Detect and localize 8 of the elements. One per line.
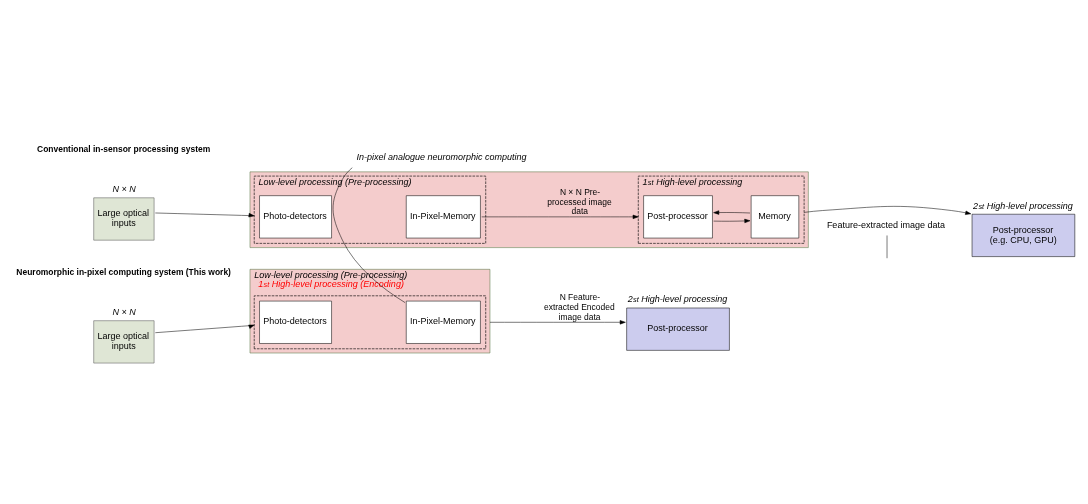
node-label: N × N — [112, 183, 136, 194]
label: Conventional in-sensor processing system — [37, 143, 211, 154]
label: Neuromorphic in-pixel computing system (This work) — [16, 266, 231, 277]
node-text: Feature-extracted image data — [826, 219, 945, 230]
node-text: In-pixel analogue neuromorphic computing — [356, 151, 527, 162]
edge-label: N × N Pre-processed image data — [547, 186, 612, 216]
edge-label: N Feature-extracted Encoded image data — [544, 291, 615, 322]
node-label: N × N — [112, 306, 136, 317]
